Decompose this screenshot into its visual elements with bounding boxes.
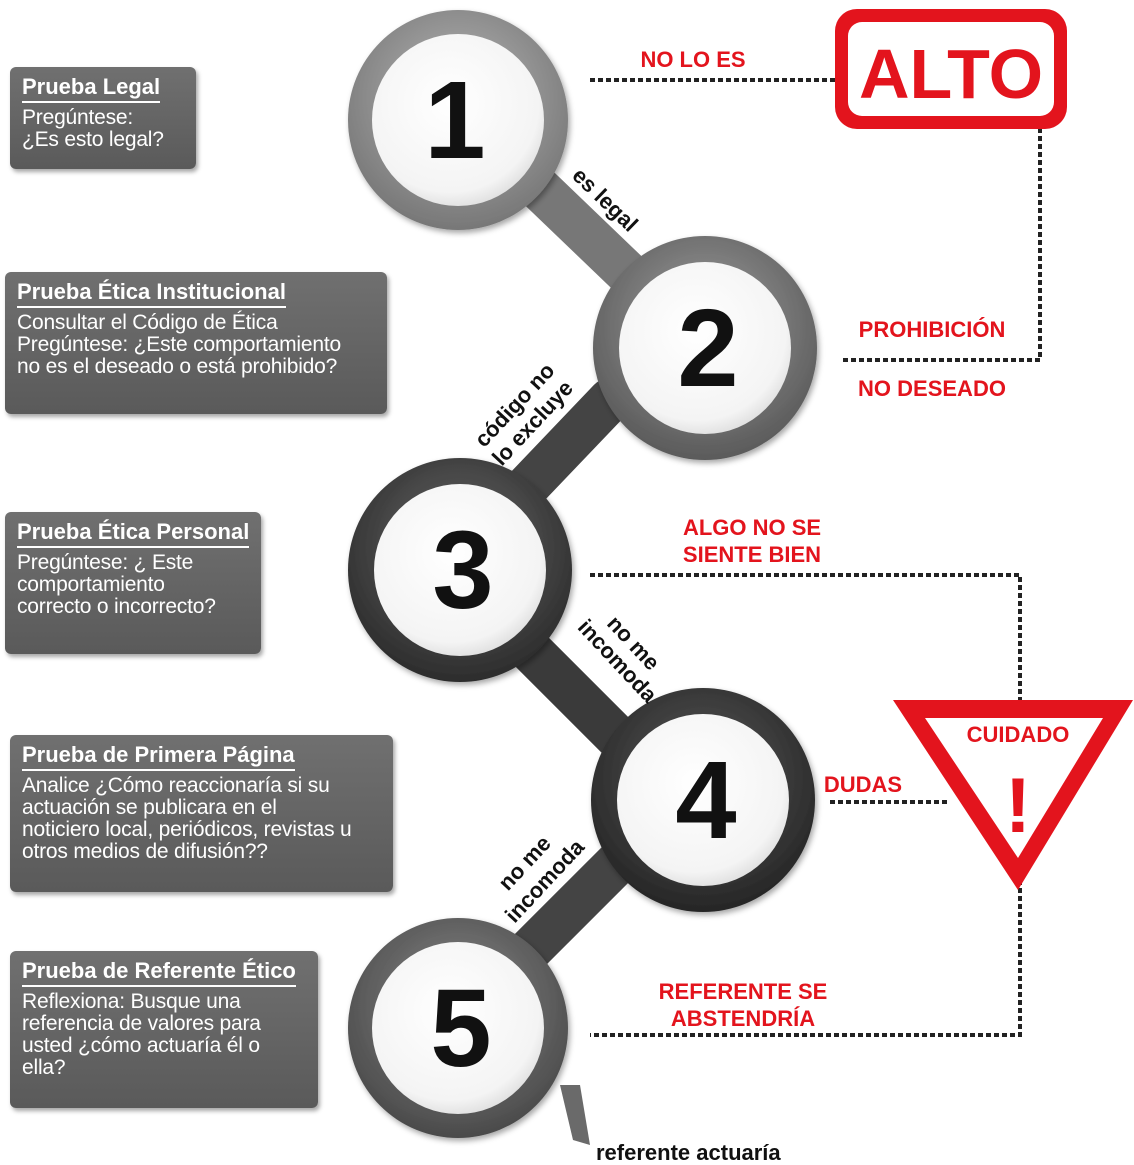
end-label-referente-actuaria: referente actuaría	[596, 1140, 781, 1165]
test-box-etica-personal: Prueba Ética Personal Pregúntese: ¿ Este…	[5, 512, 261, 654]
step-number-3: 3	[432, 509, 493, 632]
test-title: Prueba de Primera Página	[22, 743, 295, 771]
test-description: Pregúntese: ¿Es esto legal?	[22, 106, 164, 151]
outcome-algo-line2: SIENTE BIEN	[683, 542, 821, 567]
outcome-dudas: DUDAS	[824, 772, 902, 797]
test-title: Prueba Legal	[22, 75, 161, 103]
test-box-legal: Prueba Legal Pregúntese: ¿Es esto legal?	[10, 67, 196, 169]
outcome-dotted-lines	[590, 78, 1042, 1037]
outcome-no-lo-es: NO LO ES	[640, 47, 745, 72]
alto-label: ALTO	[859, 35, 1043, 113]
step-circle-3	[348, 458, 572, 682]
test-box-primera-pagina: Prueba de Primera Página Analice ¿Cómo r…	[10, 735, 393, 892]
test-title: Prueba Ética Personal	[17, 520, 250, 548]
test-box-referente-etico: Prueba de Referente Ético Reflexiona: Bu…	[10, 951, 318, 1108]
test-description: Pregúntese: ¿ Este comportamiento correc…	[17, 551, 216, 618]
step-number-5: 5	[430, 967, 491, 1090]
outcome-algo-line1: ALGO NO SE	[683, 515, 821, 540]
test-title: Prueba Ética Institucional	[17, 280, 286, 308]
step-number-4: 4	[675, 739, 736, 862]
test-box-etica-institucional: Prueba Ética Institucional Consultar el …	[5, 272, 387, 414]
outcome-no-deseado: NO DESEADO	[858, 376, 1006, 401]
outcome-referente-line2: ABSTENDRÍA	[671, 1006, 815, 1031]
outcome-prohibicion: PROHIBICIÓN	[859, 317, 1006, 342]
step-number-1: 1	[424, 59, 485, 182]
step-circle-5	[348, 918, 568, 1138]
cuidado-warning-sign: CUIDADO !	[893, 700, 1133, 890]
outcome-referente-line1: REFERENTE SE	[659, 979, 828, 1004]
step-circle-4	[591, 688, 815, 912]
test-title: Prueba de Referente Ético	[22, 959, 296, 987]
cuidado-label: CUIDADO	[967, 722, 1070, 747]
step-number-2: 2	[677, 287, 738, 410]
test-description: Analice ¿Cómo reaccionaría si su actuaci…	[22, 774, 352, 863]
test-description: Consultar el Código de Ética Pregúntese:…	[17, 311, 341, 378]
alto-stop-sign: ALTO	[835, 9, 1067, 129]
test-description: Reflexiona: Busque una referencia de val…	[22, 990, 261, 1079]
step-circle-1	[348, 10, 568, 230]
step-circle-2	[593, 236, 817, 460]
exclamation-icon: !	[1005, 761, 1031, 849]
